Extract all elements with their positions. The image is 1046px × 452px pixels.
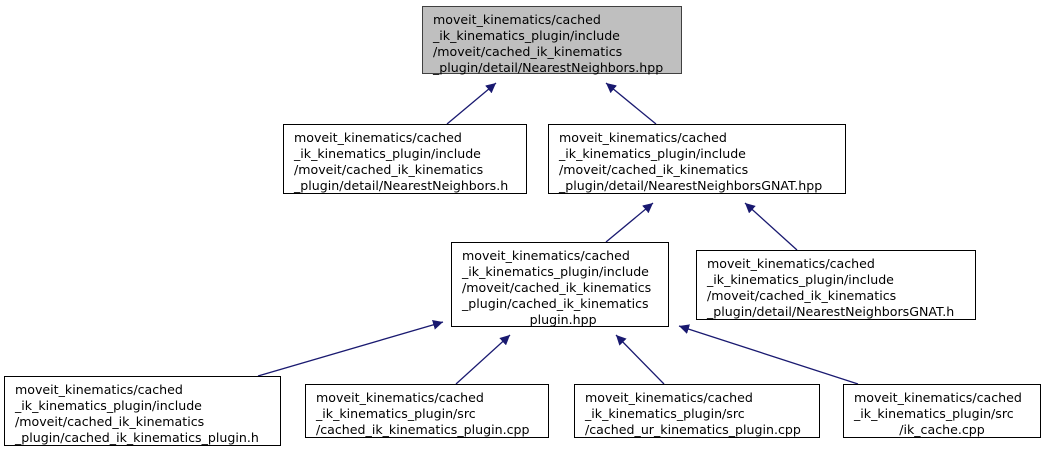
- edge-nn_h-to-root: [446, 82, 497, 125]
- node-line: _ik_kinematics_plugin/src: [585, 406, 745, 421]
- node-line: moveit_kinematics/cached: [294, 130, 462, 145]
- node-line: /moveit/cached_ik_kinematics: [707, 288, 897, 303]
- node-nearestneighborsgnat-hpp[interactable]: moveit_kinematics/cached _ik_kinematics_…: [548, 124, 846, 194]
- node-cached-ur-kinematics-plugin-cpp[interactable]: moveit_kinematics/cached _ik_kinematics_…: [574, 384, 820, 438]
- node-nearestneighborsgnat-h[interactable]: moveit_kinematics/cached _ik_kinematics_…: [696, 250, 976, 320]
- node-line: /moveit/cached_ik_kinematics: [462, 280, 652, 295]
- node-line: moveit_kinematics/cached: [707, 256, 875, 271]
- node-line: _ik_kinematics_plugin/include: [294, 146, 481, 161]
- node-line: /moveit/cached_ik_kinematics: [15, 414, 205, 429]
- node-line: _plugin/detail/NearestNeighborsGNAT.hpp: [559, 178, 823, 193]
- node-line: /cached_ik_kinematics_plugin.cpp: [316, 422, 530, 437]
- node-line: _ik_kinematics_plugin/include: [433, 28, 620, 43]
- edge-gnat_hpp-to-root: [605, 82, 657, 125]
- node-line: moveit_kinematics/cached: [316, 390, 484, 405]
- node-line: moveit_kinematics/cached: [462, 248, 630, 263]
- node-line: moveit_kinematics/cached: [854, 390, 1022, 405]
- node-line: _plugin/cached_ik_kinematics_plugin.h: [15, 430, 259, 445]
- node-line: _plugin/detail/NearestNeighbors.hpp: [433, 60, 664, 75]
- node-cached-ik-kinematics-plugin-cpp[interactable]: moveit_kinematics/cached _ik_kinematics_…: [305, 384, 549, 438]
- node-line: _ik_kinematics_plugin/src: [854, 406, 1014, 421]
- node-line: /ik_cache.cpp: [899, 422, 985, 437]
- node-line: /moveit/cached_ik_kinematics: [433, 44, 623, 59]
- node-line: moveit_kinematics/cached: [15, 382, 183, 397]
- node-ik-cache-cpp[interactable]: moveit_kinematics/cached _ik_kinematics_…: [843, 384, 1041, 438]
- node-line: _ik_kinematics_plugin/include: [559, 146, 746, 161]
- node-nearestneighbors-hpp[interactable]: moveit_kinematics/cached _ik_kinematics_…: [422, 6, 682, 75]
- node-line: _plugin.hpp: [523, 312, 597, 327]
- node-line: moveit_kinematics/cached: [433, 12, 601, 27]
- node-line: _plugin/detail/NearestNeighbors.h: [294, 178, 509, 193]
- edge-plugin_hpp-to-gnat_hpp: [605, 202, 654, 243]
- node-cached-ik-kinematics-plugin-hpp[interactable]: moveit_kinematics/cached _ik_kinematics_…: [451, 242, 669, 327]
- node-line: _ik_kinematics_plugin/src: [316, 406, 476, 421]
- node-line: /moveit/cached_ik_kinematics: [294, 162, 484, 177]
- node-cached-ik-kinematics-plugin-h[interactable]: moveit_kinematics/cached _ik_kinematics_…: [4, 376, 281, 446]
- edge-plugin_cpp-to-plugin_hpp: [455, 334, 511, 385]
- node-line: moveit_kinematics/cached: [559, 130, 727, 145]
- node-line: moveit_kinematics/cached: [585, 390, 753, 405]
- node-line: _plugin/cached_ik_kinematics: [462, 296, 649, 311]
- edge-ur_cpp-to-plugin_hpp: [615, 334, 665, 385]
- node-line: _plugin/detail/NearestNeighborsGNAT.h: [707, 304, 955, 319]
- node-line: /cached_ur_kinematics_plugin.cpp: [585, 422, 801, 437]
- node-nearestneighbors-h[interactable]: moveit_kinematics/cached _ik_kinematics_…: [283, 124, 527, 194]
- edge-gnat_h-to-gnat_hpp: [744, 202, 798, 251]
- edge-cache_cpp-to-plugin_hpp: [678, 324, 859, 385]
- edge-plugin_h-to-plugin_hpp: [257, 320, 444, 377]
- node-line: _ik_kinematics_plugin/include: [707, 272, 894, 287]
- node-line: _ik_kinematics_plugin/include: [462, 264, 649, 279]
- node-line: _ik_kinematics_plugin/include: [15, 398, 202, 413]
- node-line: /moveit/cached_ik_kinematics: [559, 162, 749, 177]
